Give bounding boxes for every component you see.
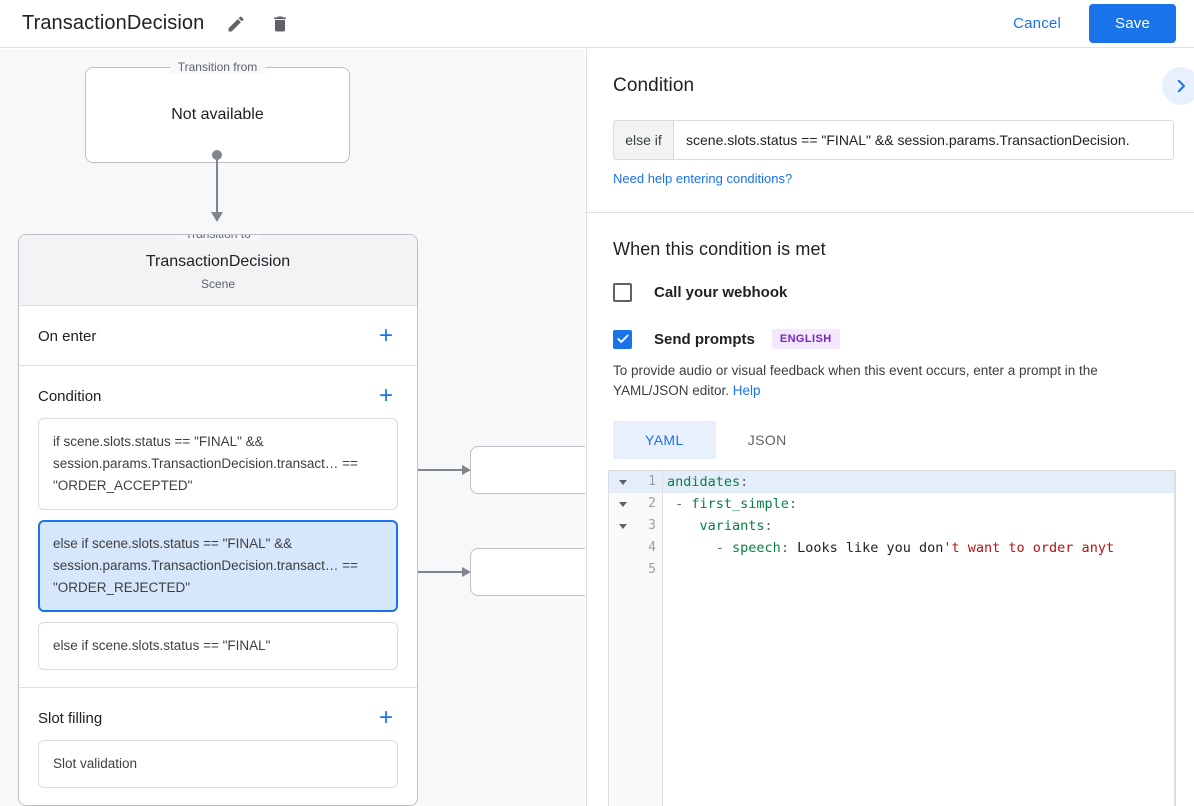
- editor-gutter: 1 2 3 4 5: [609, 471, 663, 806]
- editor-gutter-line: 1: [609, 471, 662, 493]
- details-header: Condition: [587, 49, 1194, 105]
- line-number: 4: [648, 540, 656, 555]
- branch-arrow-rejected: [462, 567, 471, 577]
- cancel-button[interactable]: Cancel: [997, 6, 1077, 41]
- top-app-bar: TransactionDecision Cancel Save: [0, 0, 1194, 48]
- tab-json[interactable]: JSON: [747, 432, 787, 448]
- plus-icon-on-enter[interactable]: +: [378, 322, 393, 349]
- plus-icon-condition[interactable]: +: [378, 382, 393, 409]
- details-title: Condition: [613, 75, 695, 96]
- fold-triangle-icon[interactable]: [617, 471, 629, 493]
- when-condition-met-heading: When this condition is met: [613, 239, 826, 259]
- section-title-condition: Condition: [38, 387, 102, 405]
- scene-header[interactable]: TransactionDecision Scene: [19, 235, 417, 306]
- save-button[interactable]: Save: [1089, 4, 1176, 43]
- section-on-enter: On enter +: [19, 306, 417, 348]
- code-token: speech: [732, 540, 781, 556]
- condition-input[interactable]: [673, 120, 1174, 160]
- editor-gutter-line: 2: [609, 493, 662, 515]
- divider: [587, 212, 1194, 213]
- editor-gutter-line: 5: [609, 559, 662, 581]
- send-prompts-label: Send prompts: [654, 330, 755, 348]
- divider: [19, 365, 417, 366]
- call-webhook-label: Call your webhook: [654, 284, 788, 301]
- transition-from-card[interactable]: Transition from Not available: [85, 60, 350, 163]
- editor-line[interactable]: - first_simple:: [663, 493, 1175, 515]
- editor-line[interactable]: - speech: Looks like you don't want to o…: [663, 537, 1175, 559]
- branch-arrow-accepted: [462, 465, 471, 475]
- editor-vertical-scrollbar[interactable]: [1174, 471, 1175, 806]
- condition-prefix: else if: [613, 120, 673, 160]
- webhook-checkbox-row[interactable]: Call your webhook: [613, 283, 1194, 302]
- divider: [19, 687, 417, 688]
- section-title-slot-filling: Slot filling: [38, 709, 103, 727]
- editor-line[interactable]: andidates:: [663, 471, 1175, 493]
- topbar-actions: Cancel Save: [997, 4, 1176, 43]
- code-token: :: [740, 474, 749, 490]
- slot-validation-chip[interactable]: Slot validation: [38, 740, 398, 788]
- page-title: TransactionDecision: [22, 12, 205, 34]
- editor-line[interactable]: [663, 559, 1175, 581]
- line-number: 3: [648, 518, 656, 533]
- fold-triangle-icon[interactable]: [617, 515, 629, 537]
- editor-gutter-line: 3: [609, 515, 662, 537]
- scene-subtitle: Scene: [200, 277, 236, 291]
- section-slot-filling: Slot filling +: [19, 688, 417, 730]
- editor-code-area[interactable]: andidates: - first_simple: variants: - s…: [663, 471, 1175, 806]
- scene-name: TransactionDecision: [145, 253, 291, 270]
- editor-gutter-line: 4: [609, 537, 662, 559]
- call-webhook-checkbox[interactable]: [613, 283, 632, 302]
- pencil-icon[interactable]: [224, 12, 248, 36]
- send-prompts-checkbox-row[interactable]: Send prompts ENGLISH: [613, 329, 1194, 349]
- code-token: andidates: [667, 474, 741, 490]
- chevron-right-icon[interactable]: [1162, 67, 1194, 105]
- code-token: -: [667, 496, 692, 512]
- transition-to-legend: Transition to: [177, 235, 259, 241]
- prompts-note-text: To provide audio or visual feedback when…: [613, 363, 1098, 398]
- connector-arrowhead: [211, 212, 223, 222]
- condition-help-link[interactable]: Need help entering conditions?: [613, 171, 793, 186]
- code-token: :: [764, 518, 773, 534]
- send-prompts-checkbox[interactable]: [613, 329, 632, 349]
- code-token: :: [788, 496, 798, 512]
- transition-to-card: Transition to TransactionDecision Scene …: [18, 234, 418, 806]
- condition-chip-final[interactable]: else if scene.slots.status == "FINAL": [38, 622, 398, 670]
- line-number: 1: [648, 474, 656, 489]
- prompts-help-link[interactable]: Help: [732, 383, 761, 398]
- code-token: :: [780, 540, 798, 556]
- condition-chip-rejected[interactable]: else if scene.slots.status == "FINAL" &&…: [38, 520, 398, 612]
- prompts-note: To provide audio or visual feedback when…: [613, 361, 1170, 401]
- tab-yaml[interactable]: YAML: [613, 421, 716, 459]
- transition-from-legend: Transition from: [169, 60, 266, 74]
- yaml-editor[interactable]: 1 2 3 4 5 andidates: - first_simple: variant…: [608, 470, 1176, 806]
- condition-chip-accepted[interactable]: if scene.slots.status == "FINAL" && sess…: [38, 418, 398, 510]
- line-number: 5: [648, 562, 656, 577]
- scene-graph-panel: Transition from Not available Transition…: [0, 49, 585, 806]
- branch-line-rejected: [402, 571, 466, 573]
- fold-triangle-icon[interactable]: [617, 493, 629, 515]
- editor-line[interactable]: variants:: [663, 515, 1175, 537]
- condition-editor-row: else if: [613, 120, 1174, 160]
- code-token: [667, 518, 700, 534]
- plus-icon-slot-filling[interactable]: +: [378, 704, 393, 731]
- code-token: first_simple: [691, 496, 789, 512]
- branch-target-accepted[interactable]: [470, 446, 585, 494]
- line-number: 2: [648, 496, 656, 511]
- transition-from-value: Not available: [171, 106, 264, 123]
- code-token: -: [667, 540, 733, 556]
- section-condition: Condition +: [19, 366, 417, 408]
- trash-icon[interactable]: [268, 12, 292, 36]
- connector-line: [216, 155, 218, 215]
- code-token: 't want to order anyt: [943, 540, 1115, 556]
- language-badge: ENGLISH: [771, 329, 840, 349]
- branch-target-rejected[interactable]: [470, 548, 585, 596]
- editor-format-tabs: YAML JSON: [613, 421, 1194, 459]
- code-token: variants: [699, 518, 765, 534]
- code-token: Looks like you don: [797, 540, 944, 556]
- section-title-on-enter: On enter: [38, 327, 97, 345]
- branch-line-accepted: [402, 469, 466, 471]
